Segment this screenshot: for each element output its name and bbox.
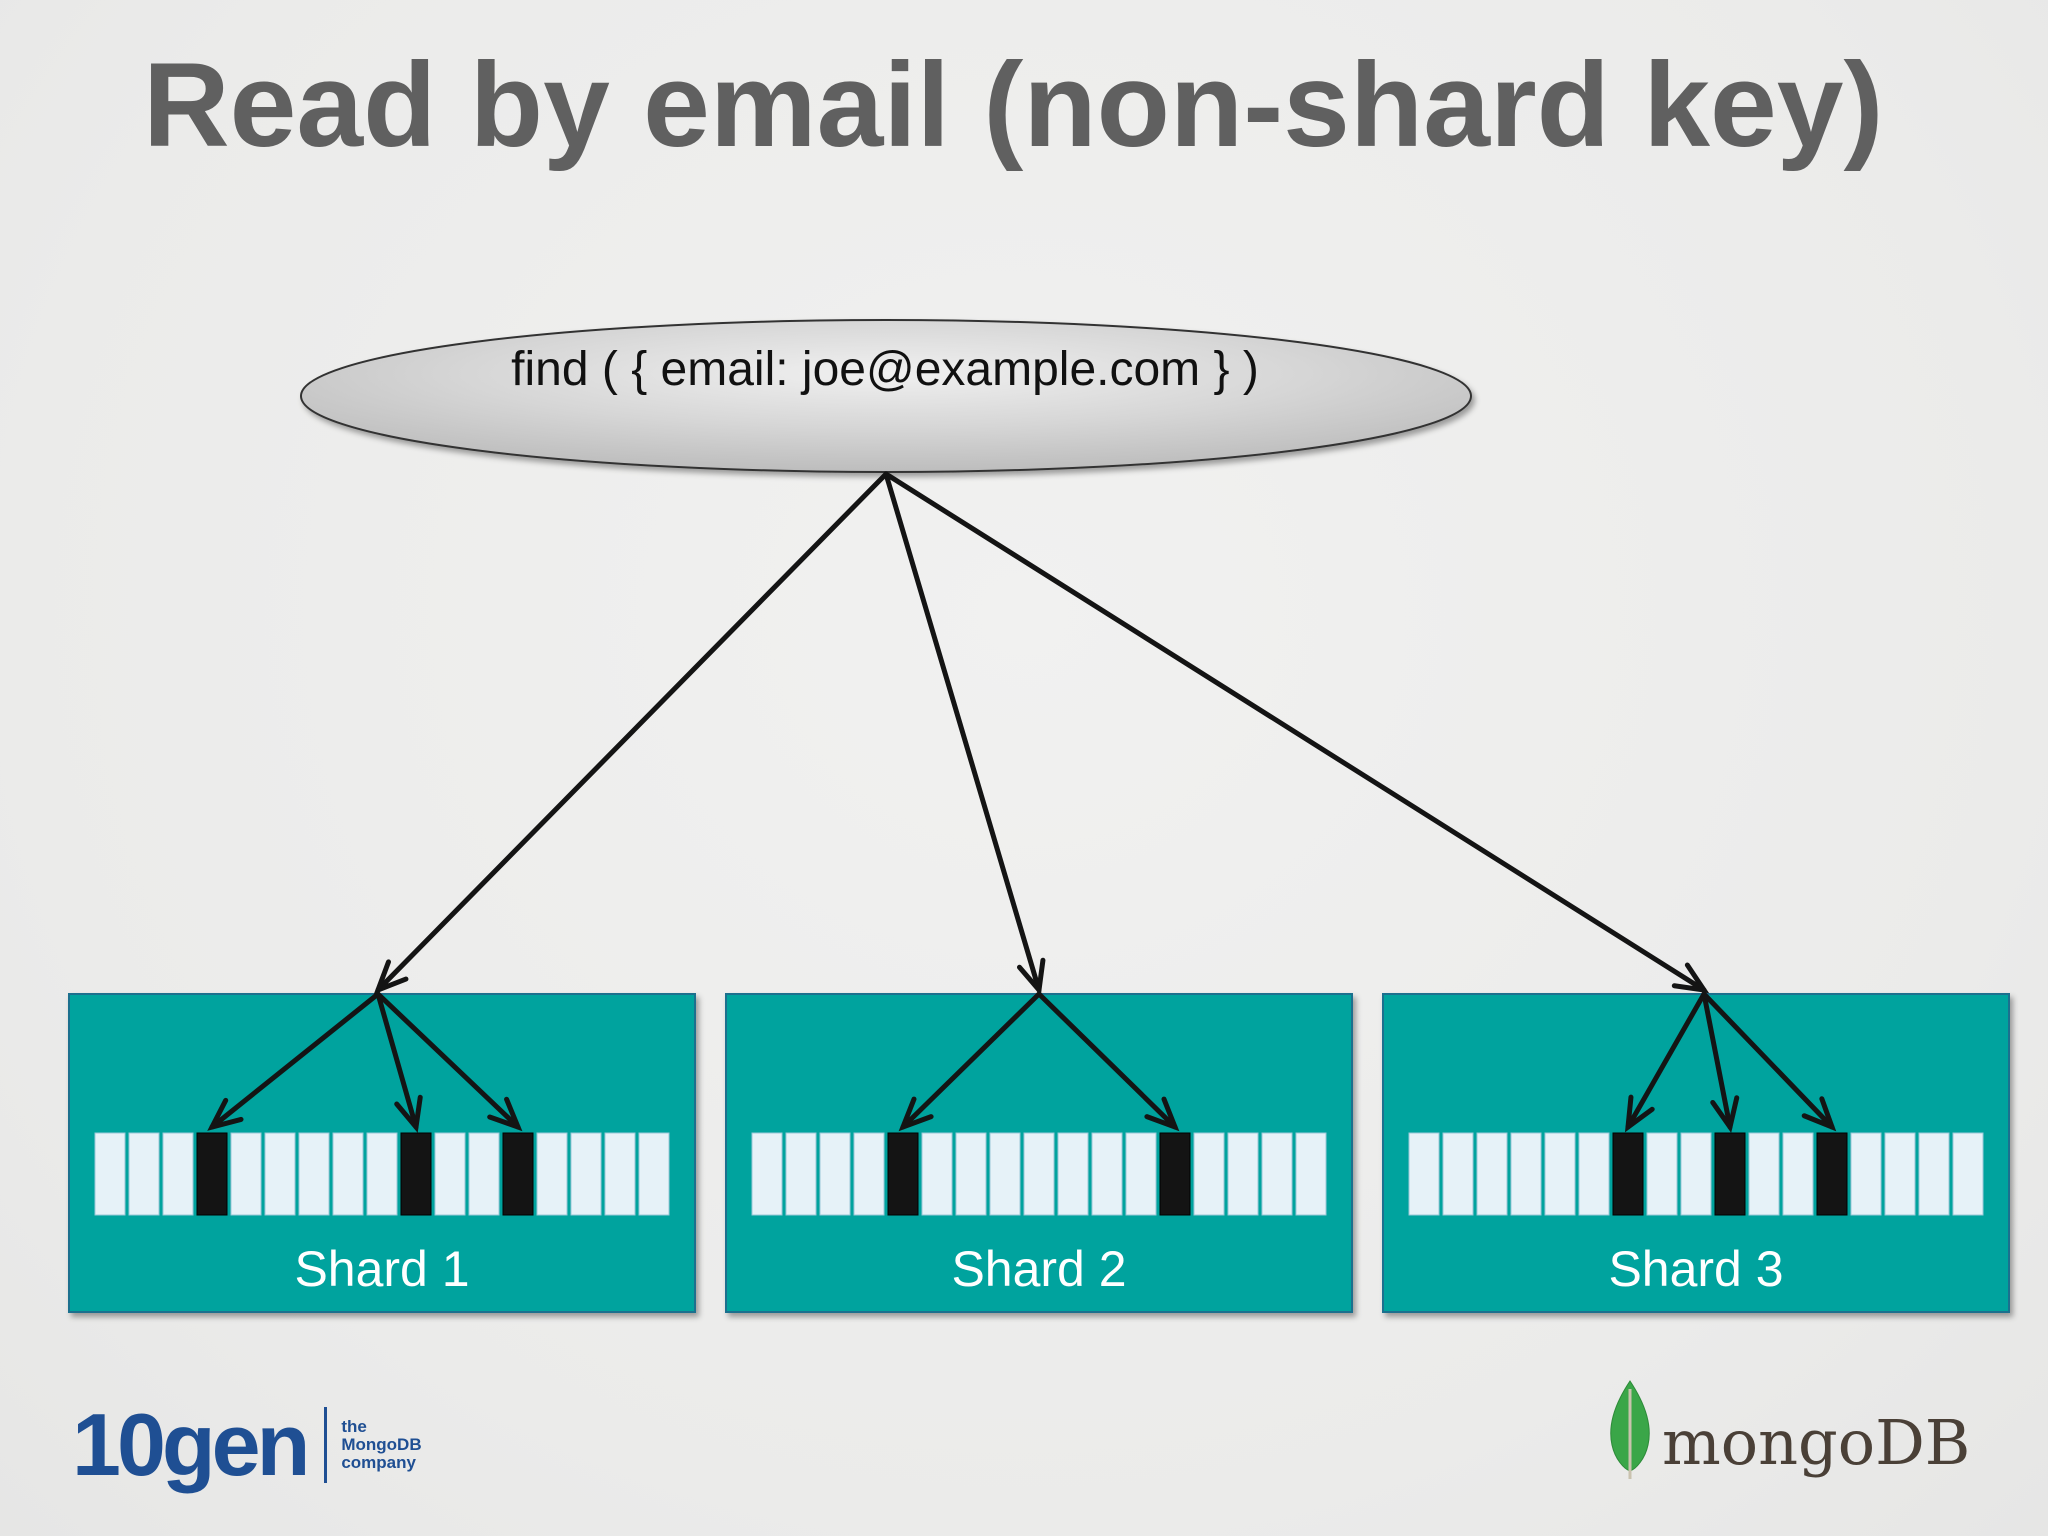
10gen-logo: 10gen the MongoDB company	[72, 1390, 422, 1500]
matching-document-slot	[887, 1132, 919, 1216]
shard-1-lookup-arrow	[375, 991, 523, 1132]
document-slot	[1578, 1132, 1610, 1216]
document-slot	[1952, 1132, 1984, 1216]
document-slot	[1091, 1132, 1123, 1216]
leaf-icon	[1610, 1380, 1650, 1479]
document-slot	[1850, 1132, 1882, 1216]
logo-separator	[324, 1407, 328, 1483]
router-to-shard-2-arrow	[883, 471, 1046, 996]
document-slot	[434, 1132, 466, 1216]
document-slot	[332, 1132, 364, 1216]
router-to-shard-3-arrow	[883, 471, 1710, 994]
document-slot	[366, 1132, 398, 1216]
document-slot	[1193, 1132, 1225, 1216]
document-slot	[1918, 1132, 1950, 1216]
document-slot	[785, 1132, 817, 1216]
matching-document-slot	[1816, 1132, 1848, 1216]
document-slot	[921, 1132, 953, 1216]
shard-1-lookup-arrow	[375, 991, 423, 1133]
shard-label-2: Shard 2	[951, 1241, 1127, 1297]
document-slot	[1227, 1132, 1259, 1216]
document-slot	[604, 1132, 636, 1216]
document-slot	[1782, 1132, 1814, 1216]
document-slot	[1295, 1132, 1327, 1216]
10gen-tagline: the MongoDB company	[341, 1418, 421, 1472]
document-slot	[1125, 1132, 1157, 1216]
document-slot	[1442, 1132, 1474, 1216]
router-to-shard-1-arrow	[373, 471, 889, 995]
document-slot	[1748, 1132, 1780, 1216]
query-label: find ( { email: joe@example.com } )	[511, 343, 1259, 396]
10gen-wordmark: 10gen	[72, 1395, 310, 1494]
mongodb-wordmark: mongoDB	[1662, 1405, 1971, 1479]
matching-document-slot	[502, 1132, 534, 1216]
shard-2-lookup-arrow	[1036, 991, 1180, 1132]
slide-title: Read by email (non-shard key)	[143, 38, 1884, 172]
document-slot	[853, 1132, 885, 1216]
shard-label-3: Shard 3	[1608, 1241, 1784, 1297]
document-slot	[162, 1132, 194, 1216]
shard-2-lookup-arrow	[898, 991, 1042, 1132]
document-slot	[1057, 1132, 1089, 1216]
shard-label-1: Shard 1	[294, 1241, 470, 1297]
shard-3-lookup-arrow	[1624, 991, 1707, 1133]
shard-3-lookup-arrow	[1701, 991, 1740, 1134]
document-slot	[1884, 1132, 1916, 1216]
tagline-line-2: MongoDB	[341, 1435, 422, 1454]
document-slot	[1261, 1132, 1293, 1216]
matching-document-slot	[1612, 1132, 1644, 1216]
document-slot	[128, 1132, 160, 1216]
matching-document-slot	[196, 1132, 228, 1216]
document-slot	[1476, 1132, 1508, 1216]
document-slot	[1680, 1132, 1712, 1216]
document-slot	[751, 1132, 783, 1216]
document-slot	[638, 1132, 670, 1216]
document-slot	[298, 1132, 330, 1216]
document-slot	[264, 1132, 296, 1216]
document-slot	[955, 1132, 987, 1216]
tagline-line-3: company	[341, 1453, 416, 1472]
document-slot	[94, 1132, 126, 1216]
matching-document-slot	[1714, 1132, 1746, 1216]
document-slot	[1023, 1132, 1055, 1216]
matching-document-slot	[1159, 1132, 1191, 1216]
document-slot	[230, 1132, 262, 1216]
document-slot	[536, 1132, 568, 1216]
document-slot	[1408, 1132, 1440, 1216]
document-slot	[1544, 1132, 1576, 1216]
document-slot	[468, 1132, 500, 1216]
matching-document-slot	[400, 1132, 432, 1216]
document-slot	[1646, 1132, 1678, 1216]
document-slot	[1510, 1132, 1542, 1216]
shard-1-lookup-arrow	[207, 991, 381, 1131]
document-slot	[989, 1132, 1021, 1216]
mongodb-logo: mongoDB	[1604, 1376, 1970, 1486]
document-slot	[570, 1132, 602, 1216]
document-slot	[819, 1132, 851, 1216]
shard-3-lookup-arrow	[1701, 991, 1837, 1132]
tagline-line-1: the	[341, 1417, 367, 1436]
